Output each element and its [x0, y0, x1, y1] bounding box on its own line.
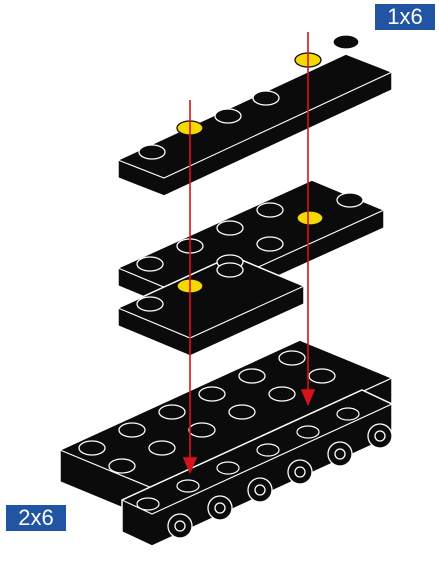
top-plate-1x6	[118, 35, 392, 196]
middle-plate-pair	[118, 180, 384, 356]
part-size-label-1x6: 1x6	[375, 4, 435, 30]
part-size-label-2x6: 2x6	[6, 505, 66, 531]
